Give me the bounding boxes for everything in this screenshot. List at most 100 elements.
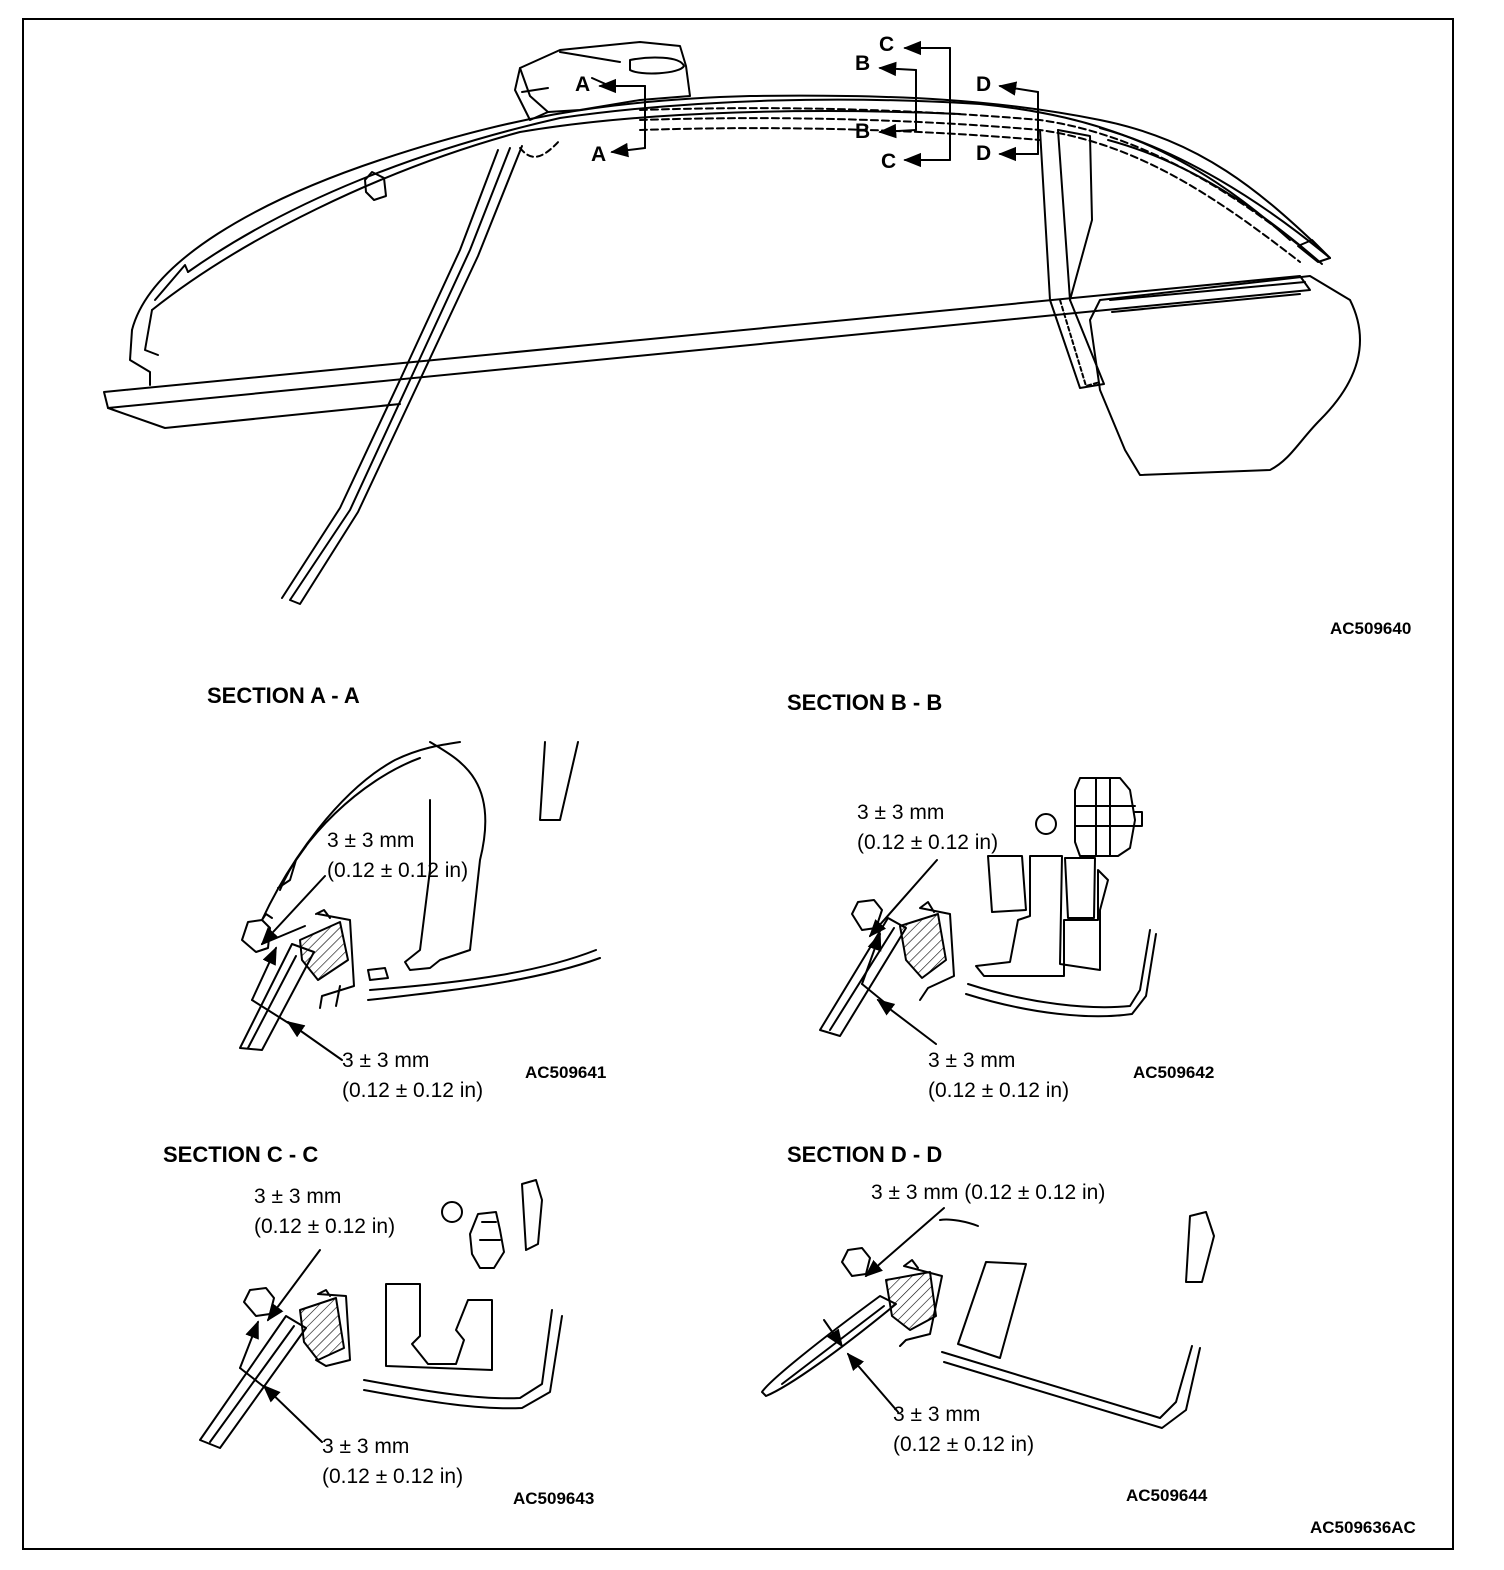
dimension-c-lower: 3 ± 3 mm (0.12 ± 0.12 in) — [322, 1432, 463, 1492]
roof-molding-lower — [151, 110, 961, 311]
a-glass-inner — [539, 741, 579, 821]
dimension-b-upper: 3 ± 3 mm (0.12 ± 0.12 in) — [857, 798, 998, 858]
front-door-frame-inner — [281, 149, 499, 599]
b-roof-bottom — [965, 929, 1157, 1018]
cut-label-b-top: B — [855, 52, 871, 75]
section-c-drawing — [199, 1179, 563, 1449]
dimension-d-lower: 3 ± 3 mm (0.12 ± 0.12 in) — [893, 1400, 1034, 1460]
dimension-a-lower-in: (0.12 ± 0.12 in) — [342, 1079, 484, 1102]
dimension-d-lower-in: (0.12 ± 0.12 in) — [893, 1433, 1035, 1456]
b-molding-hatched — [899, 913, 947, 979]
dimension-b-upper-in: (0.12 ± 0.12 in) — [857, 831, 999, 854]
dimension-a-lower-mm: 3 ± 3 mm — [342, 1049, 430, 1072]
b-fastener-top — [1074, 777, 1136, 857]
d-molding-hatched — [885, 1271, 937, 1331]
b-molding-outline — [919, 901, 955, 1001]
c-molding-hatched — [299, 1297, 345, 1361]
a-molding-hatched — [299, 921, 349, 981]
belt-molding-front-bottom — [107, 403, 401, 429]
c-glass-strip-inner — [209, 1325, 295, 1443]
c-block — [385, 1283, 493, 1371]
section-title-b: SECTION B - B — [787, 690, 943, 715]
rear-door-upper-molding — [1099, 127, 1331, 265]
d-pillar-trim — [1185, 1211, 1215, 1283]
cut-label-a-top: A — [575, 73, 591, 96]
front-pillar-inner — [154, 264, 189, 301]
a-glass-strip-inner — [247, 955, 297, 1049]
a-clip — [241, 913, 273, 953]
center-pillar-hatch — [1059, 299, 1101, 387]
b-glass-strip-inner — [829, 927, 895, 1031]
dimension-d-upper: 3 ± 3 mm (0.12 ± 0.12 in) — [871, 1181, 1106, 1204]
dimension-b-lower: 3 ± 3 mm (0.12 ± 0.12 in) — [928, 1046, 1069, 1106]
a-molding-outline — [315, 909, 355, 1009]
dimension-b-lower-in: (0.12 ± 0.12 in) — [928, 1079, 1070, 1102]
b-fastener-top-detail — [1074, 777, 1143, 857]
dimension-a-upper: 3 ± 3 mm (0.12 ± 0.12 in) — [327, 826, 468, 886]
cut-label-c-bottom: C — [881, 150, 897, 173]
roof-part-a-left — [514, 67, 549, 121]
dimension-a-upper-in: (0.12 ± 0.12 in) — [327, 859, 469, 882]
figure-code-a: AC509641 — [525, 1063, 607, 1082]
front-door-dashed — [519, 139, 561, 158]
front-clip — [364, 171, 387, 201]
figure-code-b: AC509642 — [1133, 1063, 1215, 1082]
d-clip — [841, 1247, 871, 1277]
figure-code-main: AC509640 — [1330, 619, 1412, 638]
d-molding-outline — [899, 1259, 943, 1347]
roof-molding-dashed-3 — [639, 127, 1041, 141]
d-glass-strip — [761, 1295, 897, 1397]
dimension-c-lower-in: (0.12 ± 0.12 in) — [322, 1465, 464, 1488]
c-roof-bottom — [363, 1309, 563, 1410]
rear-door — [1089, 275, 1361, 476]
section-title-d: SECTION D - D — [787, 1142, 943, 1167]
dimension-b-upper-mm: 3 ± 3 mm — [857, 801, 945, 824]
dimension-a-lower: 3 ± 3 mm (0.12 ± 0.12 in) — [342, 1046, 483, 1106]
c-clip — [243, 1287, 275, 1317]
c-glass-strip — [199, 1315, 307, 1449]
figure-code-overall: AC509636AC — [1310, 1518, 1416, 1537]
figure-code-c: AC509643 — [513, 1489, 595, 1508]
dimension-a-upper-mm: 3 ± 3 mm — [327, 829, 415, 852]
a-glass-strip — [239, 943, 315, 1051]
center-pillar-2 — [1057, 129, 1093, 301]
b-clip — [851, 899, 883, 931]
section-title-a: SECTION A - A — [207, 683, 360, 708]
c-molding-outline — [315, 1289, 351, 1367]
front-door-frame-outer — [289, 145, 523, 605]
c-round-hole — [441, 1201, 463, 1223]
section-a-drawing — [239, 741, 601, 1061]
rear-door-window-molding — [1109, 281, 1306, 313]
dimension-c-upper-mm: 3 ± 3 mm — [254, 1185, 342, 1208]
a-small-rect — [367, 967, 389, 981]
center-pillar — [1039, 129, 1105, 389]
d-glass-strip-inner — [781, 1305, 885, 1385]
front-pillar — [129, 309, 159, 386]
b-glass-strip — [819, 917, 907, 1037]
section-b-drawing — [819, 777, 1157, 1045]
c-pillar-trim — [521, 1179, 543, 1251]
d-block — [957, 1261, 1027, 1359]
dimension-b-lower-mm: 3 ± 3 mm — [928, 1049, 1016, 1072]
b-round-hole — [1035, 813, 1057, 835]
figure-border — [22, 18, 1454, 1550]
d-roof-bottom — [941, 1345, 1201, 1429]
main-view — [103, 40, 1361, 605]
dimension-c-upper: 3 ± 3 mm (0.12 ± 0.12 in) — [254, 1182, 395, 1242]
roof-molding-dashed-2 — [639, 117, 1301, 263]
cut-label-a-bottom: A — [591, 143, 607, 166]
b-block-right — [1064, 857, 1096, 919]
rear-corner — [1297, 239, 1331, 263]
b-block-left — [987, 855, 1027, 913]
d-trim-thin — [939, 1218, 979, 1227]
section-title-c: SECTION C - C — [163, 1142, 319, 1167]
roof-part-a — [519, 41, 691, 113]
cut-label-b-bottom: B — [855, 120, 871, 143]
figure-code-d: AC509644 — [1126, 1486, 1208, 1505]
c-fastener — [469, 1211, 505, 1269]
dimension-c-upper-in: (0.12 ± 0.12 in) — [254, 1215, 396, 1238]
cut-label-d-bottom: D — [976, 142, 992, 165]
dimension-d-lower-mm: 3 ± 3 mm — [893, 1403, 981, 1426]
roof-outline — [131, 94, 1331, 331]
